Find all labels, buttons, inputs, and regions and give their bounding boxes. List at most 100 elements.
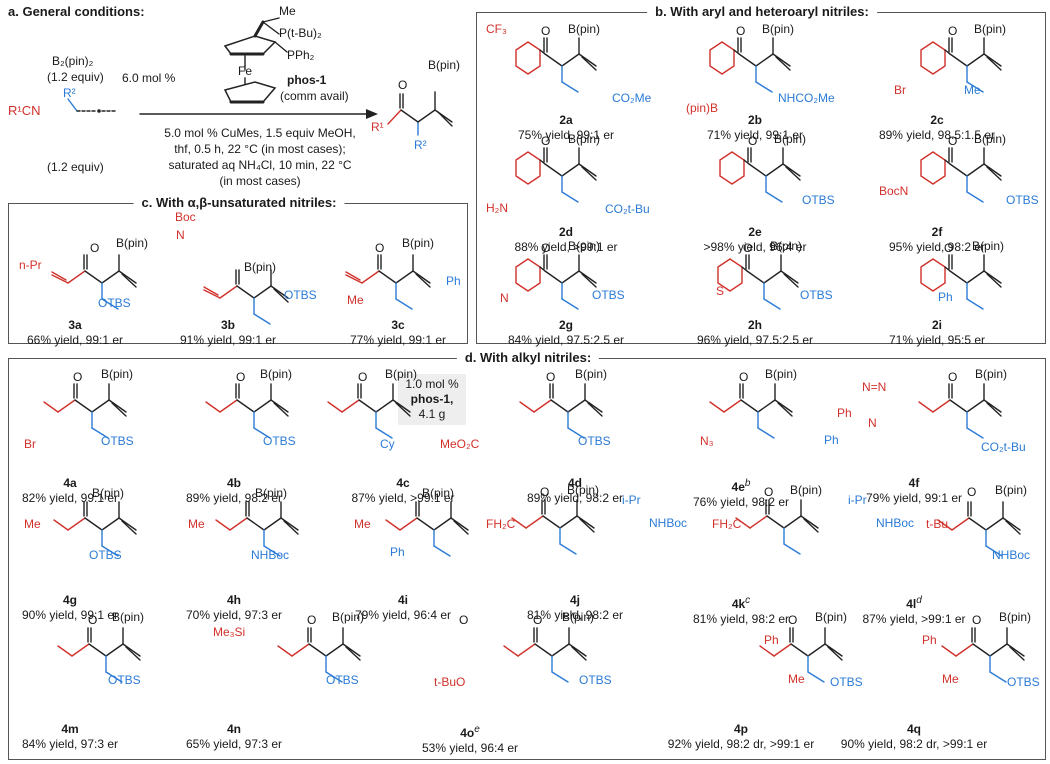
- panel-b-label-me: Me: [964, 83, 981, 97]
- panel-b-label-o: O: [948, 134, 958, 148]
- panel-d-label-br: Br: [24, 437, 36, 451]
- panel-b-label-o: O: [948, 24, 958, 38]
- compound-id: 2e: [748, 225, 762, 239]
- condition-line-4: (in most cases): [219, 174, 301, 188]
- panel-d-label-o: O: [948, 370, 958, 384]
- panel-d-label-bpin: B(pin): [995, 483, 1028, 497]
- compound-yield: 76% yield, 98:2 er: [692, 495, 790, 509]
- panel-d-label-nhboc: NHBoc: [251, 548, 290, 562]
- panel-d-label-n3: N₃: [700, 434, 714, 448]
- allene-equiv: (1.2 equiv): [47, 160, 104, 174]
- panel-b-structure-5: [719, 147, 801, 203]
- panel-d-label-bpin: B(pin): [562, 610, 595, 624]
- panel-b-label-otbs: OTBS: [802, 193, 835, 207]
- panel-d-label-nhboc: NHBoc: [992, 548, 1031, 562]
- compound-id: 4oe: [460, 724, 480, 740]
- compound-id: 2g: [558, 318, 574, 332]
- panel-d-label-tbuo: t-BuO: [434, 675, 466, 689]
- panel-d-label-otbs: OTBS: [108, 673, 141, 687]
- compound-id: 4eb: [731, 478, 751, 494]
- panel-d-label-ipr: i-Pr: [848, 493, 867, 507]
- compound-yield: 91% yield, 99:1 er: [179, 333, 277, 347]
- panel-d-label-bpin: B(pin): [999, 610, 1032, 624]
- panel-b-label-cf3: CF₃: [486, 22, 507, 36]
- compound-id: 3c: [391, 318, 405, 332]
- panel-b-label-bpin: B(pin): [774, 132, 807, 146]
- mol-percent: 6.0 mol %: [122, 71, 176, 85]
- panel-b-label-o: O: [541, 241, 551, 255]
- panel-c-label-bpin: B(pin): [402, 236, 435, 250]
- panel-b-label-o: O: [541, 134, 551, 148]
- note-line-1: 1.0 mol %: [405, 377, 459, 391]
- compound-yield: 79% yield, 99:1 er: [865, 491, 963, 505]
- panel-d-structure-6: [918, 383, 1002, 439]
- compound-id: 2f: [931, 225, 943, 239]
- compound-id: 4m: [61, 722, 79, 736]
- panel-d-structure-15: [503, 627, 587, 683]
- compound-id: 4kc: [731, 595, 751, 611]
- panel-d-label-n: N: [868, 416, 877, 430]
- compound-yield: 66% yield, 99:1 er: [26, 333, 124, 347]
- compound-id: 4g: [62, 593, 77, 607]
- panel-b-label-nhco2me: NHCO₂Me: [778, 91, 835, 105]
- compound-yield: 87% yield, >99:1 er: [351, 491, 455, 505]
- panel-d-label-ph: Ph: [824, 433, 839, 447]
- panel-d-label-cy: Cy: [380, 437, 395, 451]
- panel-d-structure-8: [215, 501, 299, 557]
- panel-d-structure-4: [519, 383, 603, 439]
- panel-b-structure-1: [515, 37, 597, 93]
- panel-c-label-npr: n-Pr: [19, 258, 42, 272]
- compound-id: 2i: [931, 318, 942, 332]
- panel-d-structure-14: [277, 627, 361, 683]
- panel-d-label-ph: Ph: [837, 406, 852, 420]
- panel-d-label-bpin: B(pin): [101, 367, 134, 381]
- product-r2: R²: [414, 138, 427, 152]
- panel-b-title: b. With aryl and heteroaryl nitriles:: [647, 4, 877, 20]
- panel-b-structure-3: [920, 37, 1002, 93]
- panel-d-label-bpin: B(pin): [815, 610, 848, 624]
- panel-c-structure-1: [51, 254, 137, 310]
- panel-c-structure-2: [203, 269, 289, 325]
- compound-caption-2e: 2e>98% yield, 96:4 er: [703, 225, 806, 255]
- panel-d-label-o: O: [73, 370, 83, 384]
- compound-yield: >98% yield, 96:4 er: [703, 240, 807, 254]
- panel-b-label-otbs: OTBS: [592, 288, 625, 302]
- panel-d-label-otbs: OTBS: [101, 434, 134, 448]
- compound-id: 4ld: [906, 595, 922, 611]
- panel-d-structure-2: [205, 383, 289, 439]
- panel-b-label-s: S: [716, 284, 725, 298]
- compound-yield: 71% yield, 99:1 er: [706, 128, 804, 142]
- panel-d-label-meo2c: MeO₂C: [440, 437, 480, 451]
- compound-yield: 89% yield, 98:2 er: [185, 491, 283, 505]
- panel-d-label-ph: Ph: [390, 545, 405, 559]
- ligand-comm-avail: (comm avail): [280, 89, 349, 103]
- panel-d-label-o: O: [358, 370, 368, 384]
- note-line-2: phos-1,: [410, 392, 454, 406]
- panel-d-label-me: Me: [788, 672, 805, 686]
- panel-c-label-ph: Ph: [446, 274, 461, 288]
- panel-d-label-o: O: [972, 613, 982, 627]
- compound-id: 2a: [559, 113, 573, 127]
- panel-c-label-bpin: B(pin): [244, 260, 277, 274]
- panel-b-label-o: O: [944, 241, 954, 255]
- panel-b-structure-4: [515, 147, 597, 203]
- footnote-marker: d: [916, 595, 922, 606]
- compound-yield: 95% yield, 98:2 er: [888, 240, 986, 254]
- panel-c-label-me: Me: [347, 293, 364, 307]
- panel-d: d. With alkyl nitriles:: [8, 350, 1046, 760]
- panel-d-structure-12: [937, 501, 1021, 557]
- panel-d-label-o: O: [236, 370, 246, 384]
- panel-b: b. With aryl and heteroaryl nitriles:: [476, 4, 1046, 344]
- panel-b-label-o: O: [743, 241, 753, 255]
- compound-yield: 70% yield, 97:3 er: [185, 608, 283, 622]
